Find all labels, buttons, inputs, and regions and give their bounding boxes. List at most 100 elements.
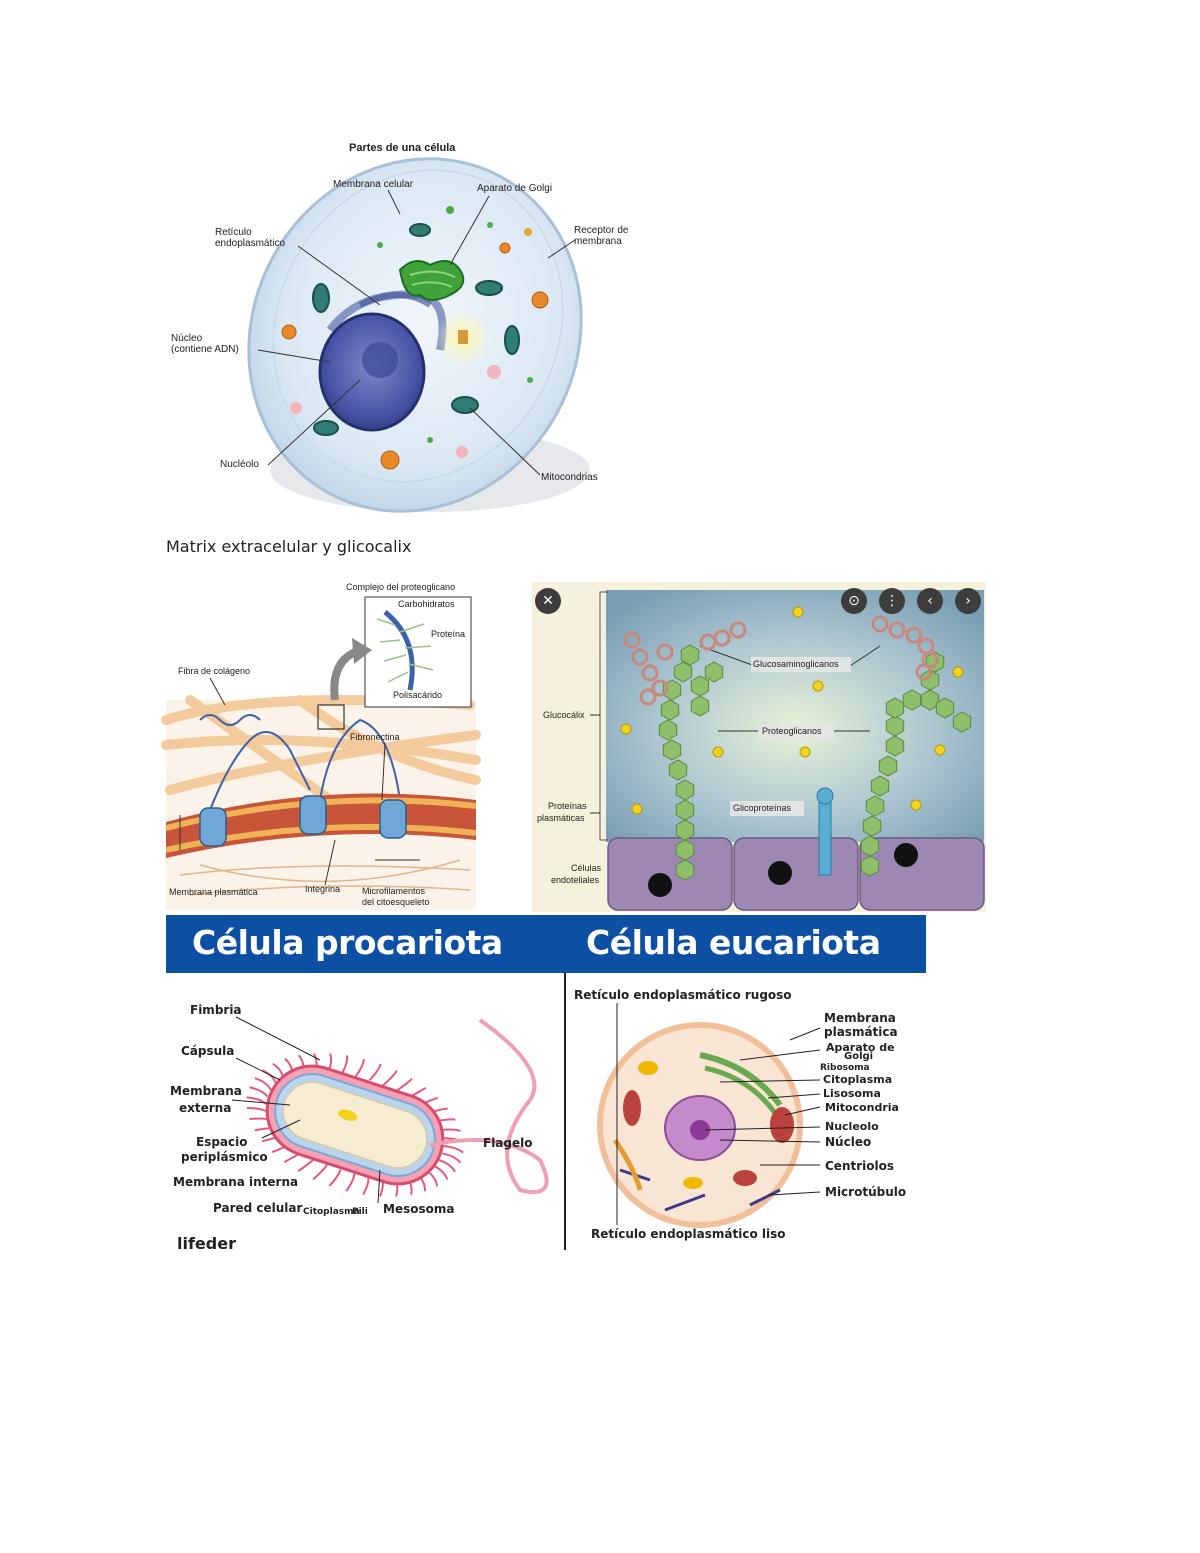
glycan-hexagon — [675, 859, 695, 881]
label-celulas-1: Células — [571, 863, 602, 873]
glycan-hexagon — [860, 855, 880, 877]
pilus — [312, 1164, 328, 1181]
pilus — [442, 1152, 462, 1164]
pilus — [340, 1055, 349, 1075]
label-integrina: Integrina — [305, 884, 341, 894]
pilus — [382, 1070, 398, 1087]
glycan-ring — [631, 648, 649, 666]
label-fibronectina: Fibronectina — [350, 732, 400, 742]
more-options-icon[interactable]: ⋮ — [879, 588, 905, 614]
pilus — [246, 1106, 268, 1113]
glycan-hexagon — [704, 661, 724, 683]
glycan-hexagon — [662, 739, 682, 761]
label-aparato-golgi-2: Golgi — [844, 1051, 874, 1062]
glycan-hexagon — [862, 815, 882, 837]
label-lisosoma: Lisosoma — [823, 1087, 881, 1100]
glycan-ring — [915, 663, 933, 681]
label-proteoglicanos: Proteoglicanos — [762, 726, 822, 736]
pilus — [433, 1164, 449, 1181]
glycan-ring — [699, 633, 717, 651]
label-proteina: Proteína — [431, 629, 466, 639]
glycan-hexagon — [675, 779, 695, 801]
label-mesosoma: Mesosoma — [383, 1202, 455, 1216]
label-microfilamentos-1: Microfilamentos — [362, 886, 426, 896]
glycan-ring — [651, 679, 669, 697]
pilus — [254, 1077, 272, 1091]
label-reticulo-1: Retículo — [215, 227, 252, 238]
glycan-hexagon — [668, 759, 688, 781]
glycan-hexagon — [680, 644, 700, 666]
label-fibra-colageno: Fibra de colágeno — [178, 666, 251, 676]
glycan-hexagon — [935, 697, 955, 719]
label-mitocondria: Mitocondria — [825, 1101, 899, 1114]
glycan-hexagon — [673, 661, 693, 683]
pilus — [362, 1176, 370, 1196]
glycan-hexagon — [690, 695, 710, 717]
glycan-hexagon — [885, 715, 905, 737]
label-citoplasma-euc: Citoplasma — [823, 1073, 893, 1086]
pilus — [249, 1086, 269, 1098]
chevron-left-icon[interactable]: ‹ — [917, 588, 943, 614]
label-carbohidratos: Carbohidratos — [398, 599, 455, 609]
glycan-ring — [729, 621, 747, 639]
label-capsula: Cápsula — [181, 1044, 235, 1058]
glycan-ring — [888, 621, 906, 639]
label-glucosaminoglicanos: Glucosaminoglicanos — [753, 659, 839, 669]
label-reticulo-2: endoplasmático — [215, 238, 286, 249]
banner-eucariota: Célula eucariota — [586, 923, 881, 962]
close-icon[interactable]: ✕ — [535, 588, 561, 614]
glycan-ring — [905, 626, 923, 644]
glycan-hexagon — [860, 835, 880, 857]
label-celulas-2: endoteliales — [551, 875, 600, 885]
comparison-banner: Célula procariota Célula eucariota — [166, 915, 926, 973]
glycan-hexagon — [675, 819, 695, 841]
label-centriolos: Centriolos — [825, 1159, 894, 1173]
glycan-hexagon — [675, 839, 695, 861]
label-nucleo-euc: Núcleo — [825, 1135, 872, 1149]
glycan-hexagon — [870, 775, 890, 797]
label-membrana-plasmatica-2: plasmática — [824, 1025, 898, 1039]
label-membrana-externa-1: Membrana — [170, 1084, 242, 1098]
glycan-hexagon — [952, 711, 972, 733]
label-reticulo-rugoso: Retículo endoplasmático rugoso — [574, 988, 792, 1002]
label-membrana-plasmatica-1: Membrana — [824, 1011, 896, 1025]
glycan-ring — [656, 643, 674, 661]
label-nucleolo: Nucléolo — [220, 459, 259, 470]
label-receptor-1: Receptor de — [574, 225, 629, 236]
label-microtubulo: Microtúbulo — [825, 1185, 907, 1199]
banner-procariota: Célula procariota — [192, 923, 503, 962]
label-glicoproteinas: Glicoproteínas — [733, 803, 792, 813]
glycan-hexagon — [865, 795, 885, 817]
label-citoplasma: Citoplasma — [303, 1207, 360, 1217]
glycan-hexagon — [920, 669, 940, 691]
label-aparato-golgi-1: Aparato de — [826, 1041, 895, 1054]
label-ribosoma: Ribosoma — [820, 1063, 870, 1073]
figure-title: Partes de una célula — [349, 142, 456, 154]
pilus — [443, 1145, 464, 1154]
chevron-right-icon[interactable]: › — [955, 588, 981, 614]
glycan-hexagon — [902, 689, 922, 711]
label-glucocalix: Glucocálix — [543, 710, 585, 720]
glycan-ring — [639, 688, 657, 706]
glycan-hexagon — [920, 689, 940, 711]
label-aparato-golgi: Aparato de Golgi — [477, 183, 553, 194]
pilus — [438, 1159, 456, 1173]
pilus — [395, 1077, 413, 1093]
label-flagelo: Flagelo — [483, 1136, 533, 1150]
label-fimbria: Fimbria — [190, 1003, 242, 1017]
label-membrana-celular: Membrana celular — [333, 179, 414, 190]
label-nucleolo-euc: Nucleolo — [825, 1120, 879, 1133]
label-complejo: Complejo del proteoglicano — [346, 582, 456, 592]
label-pili: Pili — [352, 1207, 368, 1217]
section-heading: Matrix extracelular y glicocalix — [166, 537, 412, 556]
glycan-hexagon — [675, 799, 695, 821]
pilus — [354, 1058, 365, 1078]
glycan-ring — [641, 664, 659, 682]
label-proteinas-1: Proteínas — [548, 801, 587, 811]
glycan-ring — [623, 631, 641, 649]
lens-icon[interactable]: ⊙ — [841, 588, 867, 614]
label-membrana-externa-2: externa — [179, 1101, 232, 1115]
glycan-hexagon — [878, 755, 898, 777]
